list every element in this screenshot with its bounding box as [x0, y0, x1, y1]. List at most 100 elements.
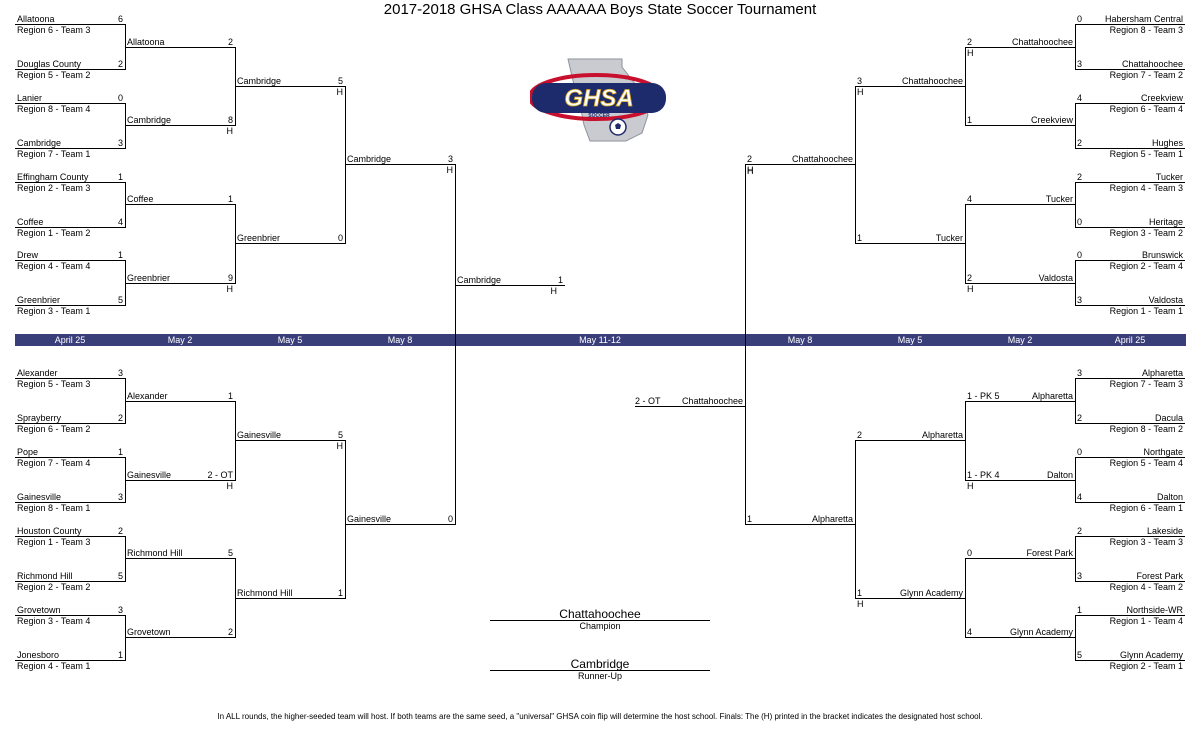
slot-line [745, 524, 855, 525]
slot-line [1075, 536, 1185, 537]
team-name: Richmond Hill [127, 548, 183, 558]
team-name: Grovetown [17, 605, 61, 615]
team-seed: Region 4 - Team 3 [1109, 183, 1183, 193]
champion-label: Champion [579, 621, 621, 631]
slot-line [15, 182, 125, 183]
team-name: Greenbrier [17, 295, 61, 305]
team-score: 5 [117, 571, 123, 581]
bracket-connector [125, 615, 126, 661]
team-name: Lanier [17, 93, 43, 103]
team-seed: Region 5 - Team 1 [1109, 149, 1183, 159]
slot-line [125, 283, 235, 284]
slot-line [235, 243, 345, 244]
slot-line [965, 558, 1075, 559]
team-seed: Region 7 - Team 4 [17, 458, 91, 468]
bracket-connector [125, 536, 126, 582]
team-seed: Region 1 - Team 2 [17, 228, 91, 238]
team-score: 1 - PK 4 [967, 470, 1000, 480]
team-score: 4 [1077, 93, 1083, 103]
champion-line [490, 620, 710, 621]
slot-line [15, 103, 125, 104]
team-score: 2 [1077, 138, 1083, 148]
bracket-connector [1075, 615, 1076, 661]
final-score-right: 2 - OT [635, 396, 661, 406]
team-seed: Region 7 - Team 1 [17, 149, 91, 159]
slot-line [235, 440, 345, 441]
team-name: Creekview [1140, 93, 1183, 103]
bracket-connector [125, 103, 126, 149]
team-name: Chattahoochee [1121, 59, 1183, 69]
slot-line [15, 378, 125, 379]
team-score: 3 [1077, 571, 1083, 581]
final-team-left: Cambridge [457, 275, 502, 285]
final-slot-left [455, 285, 565, 286]
team-name: Richmond Hill [237, 588, 293, 598]
team-score: 1 [747, 514, 753, 524]
bracket-connector [855, 440, 856, 599]
slot-line [15, 69, 125, 70]
slot-line [125, 558, 235, 559]
team-name: Northgate [1143, 447, 1183, 457]
slot-line [965, 401, 1075, 402]
team-score: 1 [857, 233, 863, 243]
team-name: Alpharetta [921, 430, 963, 440]
team-score: 0 [1077, 447, 1083, 457]
team-name: Cambridge [347, 154, 392, 164]
team-name: Hughes [1151, 138, 1183, 148]
team-score: 1 [117, 447, 123, 457]
final-team-right: Chattahoochee [681, 396, 743, 406]
team-score: 1 - PK 5 [967, 391, 1000, 401]
team-score: 3 [1077, 59, 1083, 69]
team-score: 0 [1077, 14, 1083, 24]
slot-line [1075, 615, 1185, 616]
team-name: Habersham Central [1104, 14, 1183, 24]
slot-line [15, 148, 125, 149]
team-name: Dalton [1046, 470, 1073, 480]
team-score: 0 [337, 233, 343, 243]
slot-line [235, 598, 345, 599]
team-seed: Region 7 - Team 3 [1109, 379, 1183, 389]
team-name: Cambridge [17, 138, 62, 148]
slot-line [15, 502, 125, 503]
team-score: 0 [447, 514, 453, 524]
team-score: 1 [117, 650, 123, 660]
team-score: 3 [1077, 295, 1083, 305]
slot-line [125, 637, 235, 638]
team-seed: Region 4 - Team 4 [17, 261, 91, 271]
slot-line [1075, 182, 1185, 183]
slot-line [125, 125, 235, 126]
team-name: Greenbrier [127, 273, 171, 283]
team-seed: Region 8 - Team 3 [1109, 25, 1183, 35]
slot-line [965, 637, 1075, 638]
team-name: Tucker [935, 233, 963, 243]
team-name: Lakeside [1146, 526, 1183, 536]
slot-line [1075, 24, 1185, 25]
team-name: Gainesville [127, 470, 172, 480]
slot-line [125, 204, 235, 205]
team-score: 2 [1077, 172, 1083, 182]
team-name: Chattahoochee [901, 76, 963, 86]
team-name: Glynn Academy [1119, 650, 1183, 660]
slot-line [1075, 305, 1185, 306]
team-name: Forest Park [1026, 548, 1073, 558]
team-seed: Region 1 - Team 1 [1109, 306, 1183, 316]
bracket-connector [125, 182, 126, 228]
team-score: 2 [117, 59, 123, 69]
slot-line [1075, 103, 1185, 104]
host-mark: H [446, 165, 454, 175]
team-seed: Region 4 - Team 2 [1109, 582, 1183, 592]
team-name: Valdosta [1148, 295, 1183, 305]
slot-line [15, 227, 125, 228]
team-seed: Region 8 - Team 2 [1109, 424, 1183, 434]
team-name: Chattahoochee [791, 154, 853, 164]
team-score: 5 [117, 295, 123, 305]
team-seed: Region 3 - Team 3 [1109, 537, 1183, 547]
bracket-connector [1075, 260, 1076, 306]
bracket-connector [965, 401, 966, 481]
bracket-connector [1075, 182, 1076, 228]
date-label: May 8 [787, 335, 813, 345]
team-score: 4 [967, 194, 973, 204]
host-mark: H [967, 481, 974, 491]
team-seed: Region 3 - Team 4 [17, 616, 91, 626]
